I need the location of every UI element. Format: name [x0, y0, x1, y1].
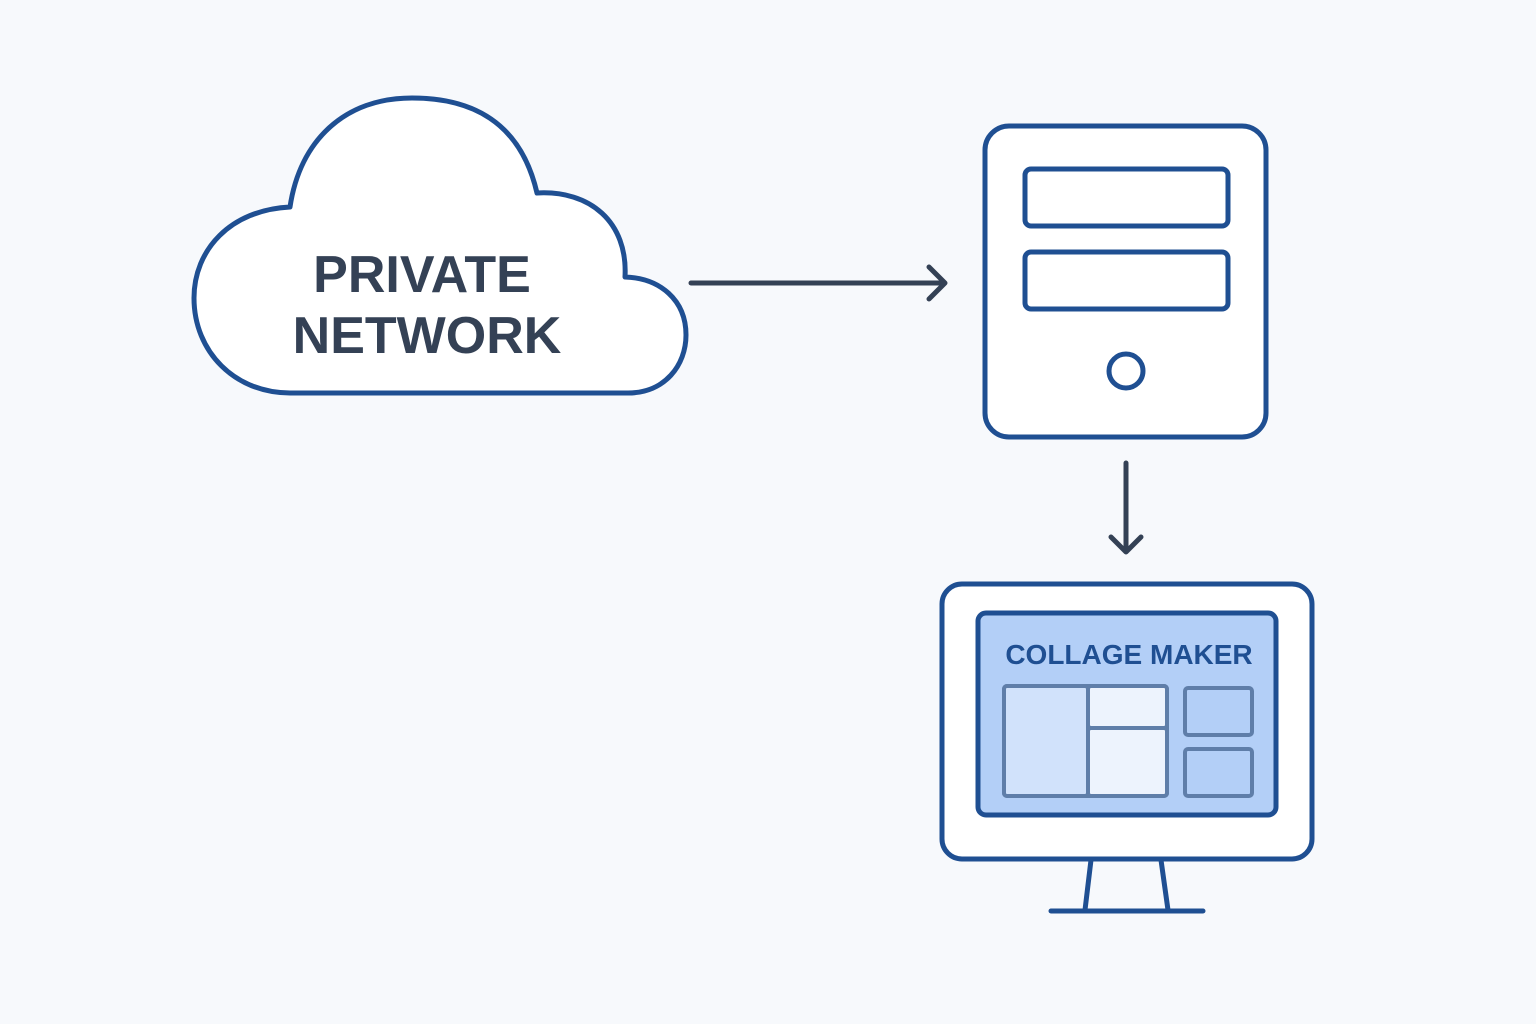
app-title: COLLAGE MAKER	[1005, 639, 1252, 670]
monitor-icon: COLLAGE MAKER	[939, 581, 1315, 914]
collage-tile-bottom-middle	[1086, 726, 1169, 798]
cloud-outline	[191, 95, 689, 396]
collage-tile-bottom-right	[1183, 747, 1254, 798]
collage-tile-top-middle	[1086, 684, 1169, 730]
collage-grid	[1002, 684, 1254, 798]
collage-tile-left	[1002, 684, 1090, 798]
server-icon	[982, 123, 1269, 440]
server-drive-bay-1	[1022, 166, 1231, 229]
arrow-right-icon	[688, 264, 948, 302]
collage-tile-top-right	[1183, 686, 1254, 737]
cloud-icon: PRIVATE NETWORK	[191, 95, 689, 396]
arrow-down-icon	[1108, 460, 1144, 555]
cloud-label-line1: PRIVATE	[313, 246, 531, 304]
server-power-button	[1106, 351, 1146, 391]
monitor-stand	[1082, 857, 1171, 913]
server-drive-bay-2	[1022, 249, 1231, 312]
cloud-label-line2: NETWORK	[293, 307, 562, 365]
